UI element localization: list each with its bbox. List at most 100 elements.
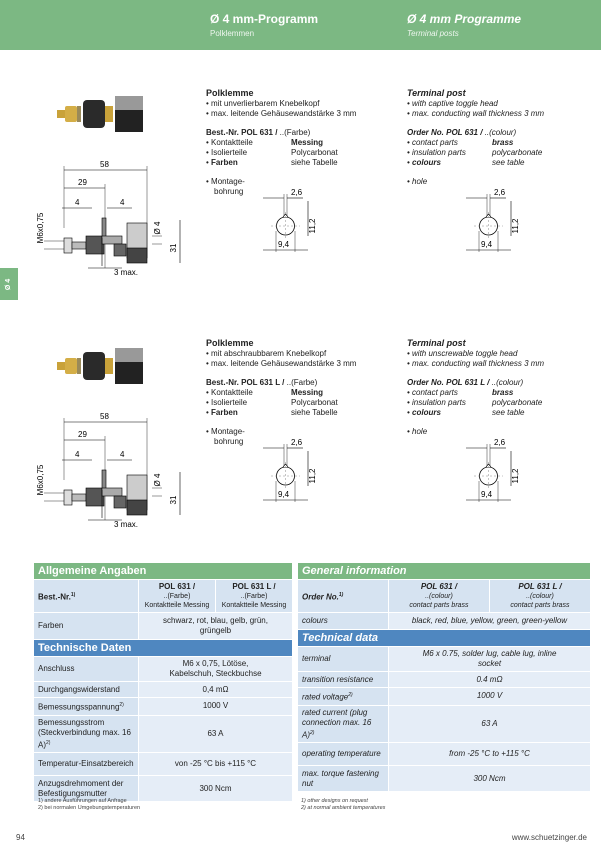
section-tab[interactable]: Ø 4 bbox=[0, 268, 18, 300]
bullet: • bbox=[407, 398, 413, 407]
thread-label: M6x0,75 bbox=[36, 464, 45, 495]
section-header: Allgemeine Angaben bbox=[34, 563, 292, 579]
variant-name: POL 631 / bbox=[158, 582, 196, 591]
hole-diameter-label: 9,4 bbox=[278, 490, 290, 499]
feature-item: max. conducting wall thickness 3 mm bbox=[407, 359, 587, 369]
spec-value: siehe Tabelle bbox=[291, 158, 338, 167]
spec-key: contact parts bbox=[412, 138, 458, 147]
variant-colour: ..(Farbe) bbox=[163, 593, 191, 600]
product-title: Polklemme bbox=[206, 338, 254, 348]
bullet: • bbox=[206, 158, 212, 167]
row-label-text: Bemessungsstrom (Steckverbindung max. 16… bbox=[38, 717, 131, 750]
order-number: Order No. POL 631 / ..(colour) bbox=[407, 128, 587, 138]
spec-key: Kontaktteile bbox=[211, 388, 253, 397]
row-label-text: max. torque fastening nut bbox=[302, 768, 379, 788]
hole-width-label: 2,6 bbox=[291, 188, 303, 197]
product-section: 58 29 4 4 M6x0,75 3 max. Ø 4 31 Polklemme… bbox=[0, 338, 601, 538]
title-de: Ø 4 mm-Programm bbox=[210, 12, 319, 26]
row-label-text: rated current (plug connection max. 16 A… bbox=[302, 707, 372, 740]
table-row: Order No.1)POL 631 /..(colour)contact pa… bbox=[298, 580, 590, 612]
spec-value: Polycarbonat bbox=[291, 148, 338, 157]
page-number: 94 bbox=[16, 833, 25, 842]
width-label: 4 bbox=[120, 198, 125, 207]
height-label: 31 bbox=[169, 243, 178, 252]
row-label: Farben bbox=[34, 613, 138, 639]
diameter-label: Ø 4 bbox=[153, 221, 162, 234]
half-length-label: 29 bbox=[78, 178, 87, 187]
spec-key: Isolierteile bbox=[211, 398, 248, 407]
footnote: 1) other designs on request bbox=[301, 798, 368, 804]
bullet: • bbox=[407, 138, 413, 147]
spacer bbox=[407, 369, 587, 378]
feature-item: max. leitende Gehäusewandstärke 3 mm bbox=[206, 109, 386, 119]
variant-colour: ..(colour) bbox=[425, 593, 453, 600]
feature-list: mit unverlierbarem Knebelkopfmax. leiten… bbox=[206, 99, 386, 119]
variant-colour: ..(Farbe) bbox=[240, 593, 268, 600]
row-label: colours bbox=[298, 613, 388, 629]
bullet: • bbox=[206, 408, 212, 417]
width-label: 4 bbox=[120, 450, 125, 459]
row-label: Durchgangswiderstand bbox=[34, 682, 138, 697]
row-label-text: Temperatur-Einsatzbereich bbox=[38, 759, 134, 769]
length-label: 58 bbox=[100, 412, 109, 421]
spec-key: colours bbox=[412, 158, 441, 167]
terminal-post-photo bbox=[57, 348, 143, 384]
hole-diameter-label: 9,4 bbox=[481, 490, 493, 499]
variant-column-header: POL 631 L /..(Farbe)Kontaktteile Messing bbox=[215, 580, 292, 612]
order-number: Best.-Nr. POL 631 L / ..(Farbe) bbox=[206, 378, 386, 388]
hole-width-label: 2,6 bbox=[291, 438, 303, 447]
hole-label: • Montage-bohrung bbox=[206, 177, 245, 196]
website-link[interactable]: www.schuetzinger.de bbox=[511, 833, 587, 842]
row-label-text: rated voltage bbox=[302, 692, 349, 702]
product-text-de: Polklemmemit unverlierbarem Knebelkopfma… bbox=[206, 88, 386, 197]
title-en: Ø 4 mm Programme bbox=[407, 12, 522, 26]
table-row: Technical data bbox=[298, 630, 590, 646]
order-header: Order No.1) bbox=[298, 580, 388, 612]
row-value: 0,4 mΩ bbox=[139, 682, 292, 697]
footnote: 1) andere Ausführungen auf Anfrage bbox=[38, 798, 127, 804]
subtitle-de: Polklemmen bbox=[210, 29, 255, 38]
table-row: Best.-Nr.1)POL 631 /..(Farbe)Kontaktteil… bbox=[34, 580, 292, 612]
hole-diameter-label: 9,4 bbox=[278, 240, 290, 249]
spec-value: Messing bbox=[291, 388, 324, 397]
feature-item: max. leitende Gehäusewandstärke 3 mm bbox=[206, 359, 386, 369]
row-label: Anzugsdrehmoment der Befestigungsmutter bbox=[34, 776, 138, 802]
half-length-label: 29 bbox=[78, 430, 87, 439]
spec-value: see table bbox=[492, 158, 525, 167]
technical-drawing: 58 29 4 4 M6x0,75 3 max. Ø 4 31 bbox=[36, 412, 181, 529]
spec-key: Isolierteile bbox=[211, 148, 248, 157]
order-number: Order No. POL 631 L / ..(colour) bbox=[407, 378, 587, 388]
feature-list: with captive toggle headmax. conducting … bbox=[407, 99, 587, 119]
mounting-hole-drawing: 2,6 11,2 9,4 bbox=[263, 188, 317, 252]
footnote-ref: 2) bbox=[310, 729, 315, 736]
feature-item: max. conducting wall thickness 3 mm bbox=[407, 109, 587, 119]
terminal-post-photo bbox=[57, 96, 143, 132]
section-header: Technische Daten bbox=[34, 640, 292, 656]
hole-height-label: 11,2 bbox=[511, 218, 520, 234]
footnote-ref: 2) bbox=[119, 702, 124, 708]
variant-column-header: POL 631 L /..(colour)contact parts brass bbox=[489, 580, 590, 612]
section-header: General information bbox=[298, 563, 590, 579]
footnote-ref: 2) bbox=[348, 692, 353, 698]
spec-value: siehe Tabelle bbox=[291, 408, 338, 417]
bullet: • bbox=[407, 388, 413, 397]
width-label: 4 bbox=[75, 198, 80, 207]
footnote-ref: 1) bbox=[70, 591, 76, 598]
order-label: Order No. POL 631 L / bbox=[407, 378, 492, 387]
